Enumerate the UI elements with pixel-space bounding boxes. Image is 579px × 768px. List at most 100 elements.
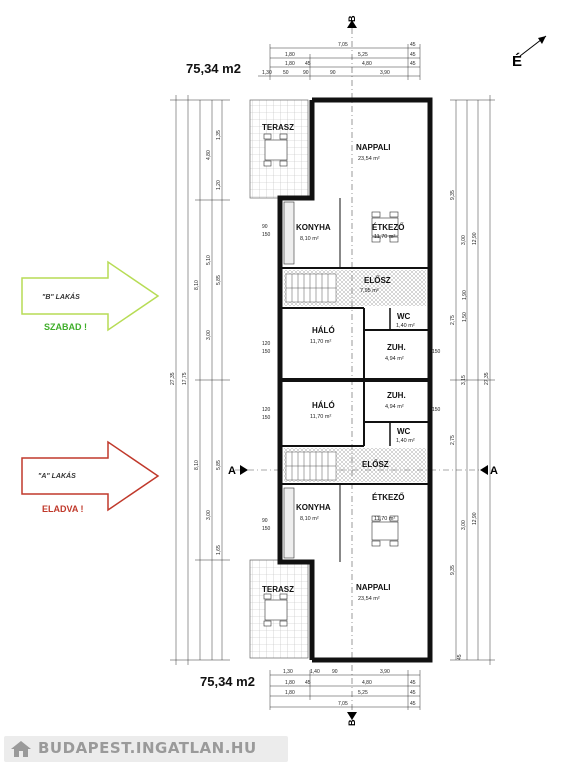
dim-left-7: 3,00 xyxy=(206,330,212,340)
room-elosz-top: ELŐSZ xyxy=(364,276,391,285)
dim-top-2-1: 45 xyxy=(305,61,311,67)
dim-small-15: 1,65 xyxy=(216,545,222,555)
dim-top-1-0: 1,80 xyxy=(285,52,295,58)
dim-left-0: 27,35 xyxy=(170,372,176,385)
dim-right-9: 3,15 xyxy=(461,375,467,385)
dim-top-3-3: 90 xyxy=(330,70,336,76)
dim-left-4: 5,10 xyxy=(206,255,212,265)
dim-small-9: 150 xyxy=(262,526,271,532)
watermark-text: BUDAPEST.INGATLAN.HU xyxy=(38,739,257,757)
dim-bot-1-3: 45 xyxy=(410,680,416,686)
dim-top-2-2: 4,80 xyxy=(362,61,372,67)
dim-top-0-1: 45 xyxy=(410,42,416,48)
room-wc-top-area: 1,40 m² xyxy=(396,323,415,329)
unit-b-arrow: "B" LAKÁS SZABAD ! xyxy=(21,260,160,332)
dim-small-11: 1,50 xyxy=(462,312,468,322)
dim-bot-2-0: 1,80 xyxy=(285,690,295,696)
rooms-bottom-unit: ZUH. 4,94 m² HÁLÓ 11,70 m² WC 1,40 m² EL… xyxy=(262,391,415,602)
room-zuh-bottom-area: 4,94 m² xyxy=(385,404,404,410)
room-etkezo-bottom: ÉTKEZŐ xyxy=(372,493,404,502)
section-a-right: A xyxy=(490,465,498,477)
unit-a-status: ELADVA ! xyxy=(42,504,84,514)
house-logo-icon xyxy=(11,741,31,757)
dim-top-3-1: 50 xyxy=(283,70,289,76)
dim-left-8: 3,00 xyxy=(206,510,212,520)
unit-a-label: "A" LAKÁS xyxy=(38,471,76,480)
dim-small-4: 150 xyxy=(432,349,441,355)
room-etkezo-top-area: 11,70 m² xyxy=(374,234,395,240)
dim-top-3-2: 90 xyxy=(303,70,309,76)
dim-top-3-0: 1,30 xyxy=(262,70,272,76)
dim-right-5: 3,00 xyxy=(461,235,467,245)
section-b-top: B xyxy=(347,15,357,22)
north-compass-icon: É xyxy=(512,35,547,70)
dim-small-5: 150 xyxy=(432,407,441,413)
dim-top-2-0: 1,80 xyxy=(285,61,295,67)
stairs-bottom-icon xyxy=(285,451,337,481)
dim-bot-0-0: 1,30 xyxy=(283,669,293,675)
room-konyha-bottom: KONYHA xyxy=(296,503,331,512)
room-konyha-bottom-area: 8,10 m² xyxy=(300,516,319,522)
compass-north-label: É xyxy=(512,53,522,70)
room-nappali-bottom-area: 23,54 m² xyxy=(358,596,380,602)
unit-b-label: "B" LAKÁS xyxy=(42,292,80,301)
room-nappali-bottom: NAPPALI xyxy=(356,583,391,592)
dim-small-14: 1,20 xyxy=(216,180,222,190)
room-wc-top: WC xyxy=(397,312,411,321)
left-dimensions xyxy=(170,95,230,665)
room-etkezo-top: ÉTKEZŐ xyxy=(372,223,404,232)
dim-small-1: 150 xyxy=(262,232,271,238)
bottom-dimensions xyxy=(269,670,421,710)
dim-right-8: 2,75 xyxy=(450,435,456,445)
room-nappali-top-area: 23,54 m² xyxy=(358,156,380,162)
room-halo-bottom-area: 11,70 m² xyxy=(310,414,331,420)
dining-table-bottom-icon xyxy=(371,515,399,547)
dim-bot-0-1: 1,40 xyxy=(310,669,320,675)
room-zuh-bottom: ZUH. xyxy=(387,391,406,400)
dim-bot-0-3: 3,90 xyxy=(380,669,390,675)
unit-b-area: 75,34 m2 xyxy=(186,61,241,76)
left-dimension-values: 27,35 17,75 8,10 8,10 5,10 5,85 5,85 3,0… xyxy=(170,255,222,520)
room-halo-top: HÁLÓ xyxy=(312,326,335,335)
dim-right-6: 3,00 xyxy=(461,520,467,530)
dim-bot-1-0: 1,80 xyxy=(285,680,295,686)
dim-left-1: 17,75 xyxy=(182,372,188,385)
terrace-table-top-icon xyxy=(263,133,288,167)
building-walls xyxy=(277,97,433,663)
dining-table-top-icon xyxy=(371,211,399,243)
room-konyha-top-area: 8,10 m² xyxy=(300,236,319,242)
dim-right-0: 27,35 xyxy=(484,372,490,385)
dim-bot-2-2: 45 xyxy=(410,690,416,696)
room-etkezo-bottom-area: 11,70 m² xyxy=(374,516,395,522)
room-terasz-bottom: TERASZ xyxy=(262,585,294,594)
room-wc-bottom-area: 1,40 m² xyxy=(396,438,415,444)
dim-right-7: 2,75 xyxy=(450,315,456,325)
dim-small-10: 1,90 xyxy=(462,290,468,300)
dim-bot-3-0: 7,05 xyxy=(338,701,348,707)
section-b-bottom: B xyxy=(347,719,357,726)
top-dimension-values: 7,05 45 1,80 5,25 45 1,80 45 4,80 45 1,3… xyxy=(262,42,416,76)
stairs-top-icon xyxy=(285,273,337,303)
room-halo-top-area: 11,70 m² xyxy=(310,339,331,345)
room-elosz-top-area: 7,95 m² xyxy=(360,288,379,294)
rooms-top-unit: TERASZ NAPPALI 23,54 m² KONYHA 8,10 m² É… xyxy=(262,123,415,362)
room-nappali-top: NAPPALI xyxy=(356,143,391,152)
watermark-banner: BUDAPEST.INGATLAN.HU xyxy=(4,736,288,762)
bottom-dimension-values: 1,30 1,40 90 3,90 1,80 45 4,80 45 1,80 5… xyxy=(283,669,416,707)
dim-left-6: 5,85 xyxy=(216,460,222,470)
room-zuh-top: ZUH. xyxy=(387,343,406,352)
unit-a-area: 75,34 m2 xyxy=(200,674,255,689)
dim-right-3: 9,35 xyxy=(450,190,456,200)
dim-top-1-2: 45 xyxy=(410,52,416,58)
dim-right-1: 12,90 xyxy=(472,232,478,245)
dim-top-2-3: 45 xyxy=(410,61,416,67)
window-dimensions: 90 150 120 150 150 150 120 150 90 150 1,… xyxy=(206,130,468,660)
unit-b-status: SZABAD ! xyxy=(44,322,87,332)
dim-small-3: 150 xyxy=(262,349,271,355)
right-dimensions xyxy=(450,95,495,665)
dim-small-0: 90 xyxy=(262,224,268,230)
room-zuh-top-area: 4,94 m² xyxy=(385,356,404,362)
terrace-table-bottom-icon xyxy=(263,593,288,627)
top-dimensions xyxy=(258,44,421,80)
